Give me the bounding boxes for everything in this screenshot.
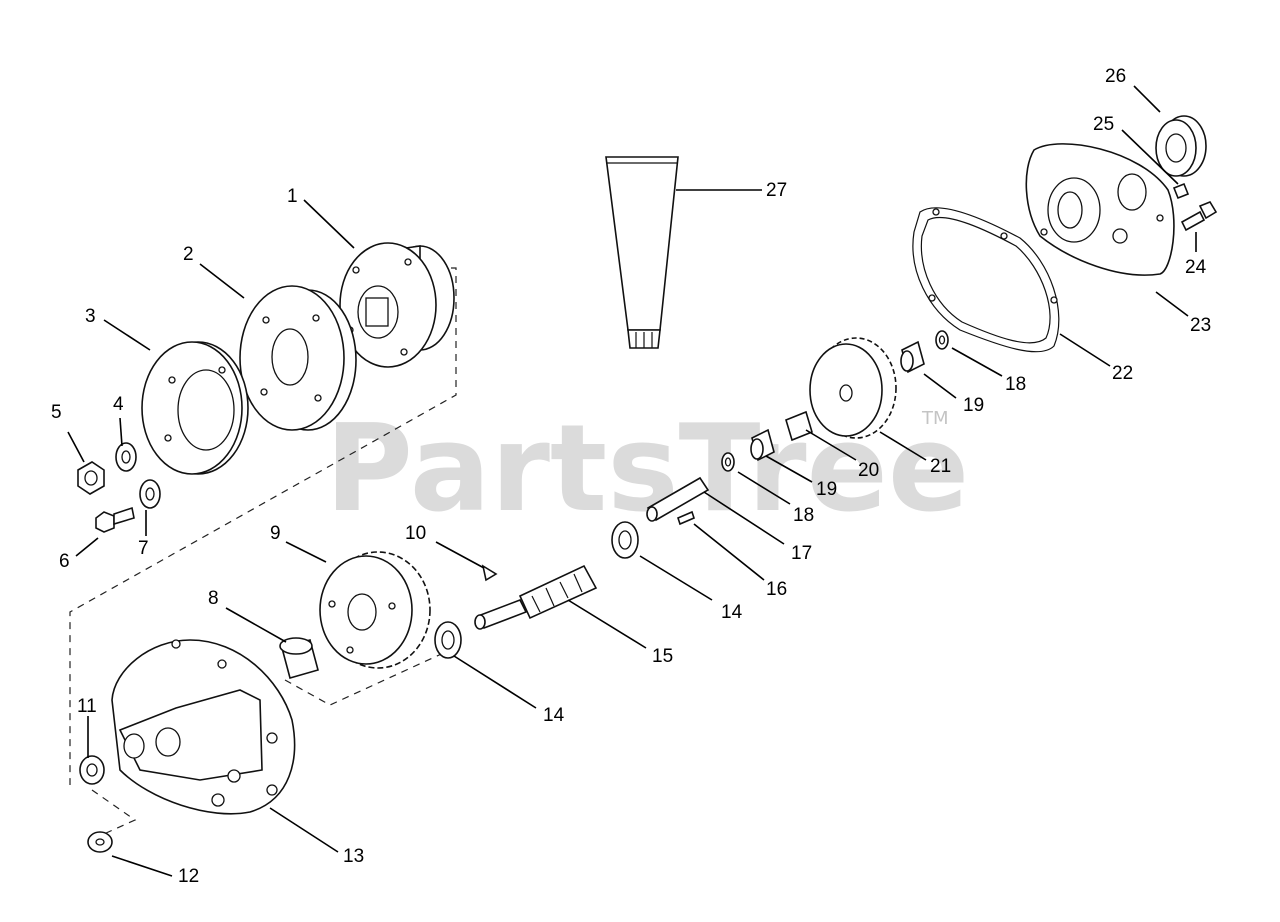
assembly-dashed-lines [69,267,457,839]
part-lock-washer-lower [139,479,161,509]
callout-4: 4 [113,394,124,415]
callout-15: 15 [652,646,673,667]
leader-lines [67,85,1197,877]
callout-16: 16 [766,579,787,600]
callout-18-lower: 18 [793,505,814,526]
callout-8: 8 [208,588,219,609]
part-flange-plate [141,341,249,475]
part-cover-plate [1025,143,1175,276]
callout-12: 12 [178,866,199,887]
callout-7: 7 [138,538,149,559]
callout-20: 20 [858,460,879,481]
part-flange-nut [77,461,105,495]
callout-5: 5 [51,402,62,423]
callout-14-lower: 14 [543,705,565,726]
callout-18-upper: 18 [1005,374,1026,395]
part-plug [1172,182,1190,200]
part-gear-idler [809,337,897,439]
part-shaft [474,564,598,630]
part-housing [111,639,296,815]
part-bushing [279,637,319,679]
part-roll-pin [677,510,695,526]
callout-21: 21 [930,456,951,477]
callout-19-upper: 19 [963,395,984,416]
watermark-trademark: TM [921,408,949,429]
callout-17: 17 [791,543,812,564]
part-bolt [95,506,135,533]
callout-1: 1 [287,186,298,207]
part-pulley [239,285,357,431]
part-bearing-lower [434,621,462,659]
part-shaft-seal [79,755,105,785]
callout-9: 9 [270,523,281,544]
callout-10: 10 [405,523,426,544]
part-oil-seal [1155,115,1207,177]
part-gear-large [319,551,431,669]
part-hub [339,242,455,368]
part-spacer-upper [900,340,925,374]
callout-24: 24 [1185,257,1207,278]
callout-11: 11 [77,696,97,717]
callout-13: 13 [343,846,364,867]
part-screw [1180,201,1218,232]
part-key [481,564,498,582]
callout-23: 23 [1190,315,1211,336]
part-bearing-upper [611,521,639,559]
callout-14-upper: 14 [721,602,743,623]
part-lock-washer-upper [115,442,137,472]
callout-3: 3 [85,306,96,327]
callout-22: 22 [1112,363,1133,384]
part-spacer-lower [750,428,775,462]
part-flat-washer [87,831,113,853]
callout-labels: 1 2 3 4 5 6 7 8 9 10 11 12 13 14 14 15 1… [51,66,1211,887]
callout-2: 2 [183,244,194,265]
part-gasket [912,207,1060,353]
callout-25: 25 [1093,114,1114,135]
part-grease-tube [605,156,679,349]
part-idler-shaft [646,476,710,522]
callout-19-lower: 19 [816,479,837,500]
callout-26: 26 [1105,66,1126,87]
part-washer-upper [935,330,949,350]
callout-6: 6 [59,551,70,572]
part-washer-lower [721,452,735,472]
part-gear-bushing [785,410,813,442]
callout-27: 27 [766,180,787,201]
